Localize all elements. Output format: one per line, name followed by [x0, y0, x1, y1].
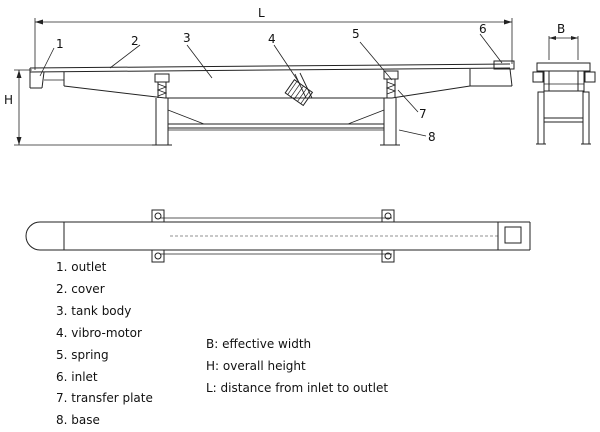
side-view [14, 18, 515, 146]
parts-legend: 1. outlet 2. cover 3. tank body 4. vibro… [56, 257, 153, 432]
callout-2: 2 [131, 34, 139, 48]
dim-h-label: H [4, 93, 13, 107]
legend-item: 8. base [56, 413, 100, 428]
legend-item: 3. tank body [56, 303, 132, 318]
legend-item: 4. vibro-motor [56, 325, 142, 340]
dim-l-label: L [258, 6, 265, 20]
legend-item: 7. transfer plate [56, 391, 153, 406]
legend-item: 2. cover [56, 281, 105, 296]
dimension-definitions: B: effective width H: overall height L: … [206, 334, 388, 400]
callout-4: 4 [268, 32, 276, 46]
callout-8: 8 [428, 130, 436, 144]
callout-5: 5 [352, 27, 360, 41]
legend-item: 5. spring [56, 347, 109, 362]
callout-1: 1 [56, 37, 64, 51]
legend-item: 1. outlet [56, 260, 107, 274]
definition-item: H: overall height [206, 358, 306, 373]
callout-3: 3 [183, 31, 191, 45]
end-view [532, 36, 596, 145]
definition-item: L: distance from inlet to outlet [206, 380, 389, 395]
callout-7: 7 [419, 107, 427, 121]
dim-b-label: B [557, 22, 565, 36]
callout-6: 6 [479, 22, 487, 36]
definition-item: B: effective width [206, 337, 312, 351]
legend-item: 6. inlet [56, 369, 98, 384]
plan-view [25, 209, 531, 263]
